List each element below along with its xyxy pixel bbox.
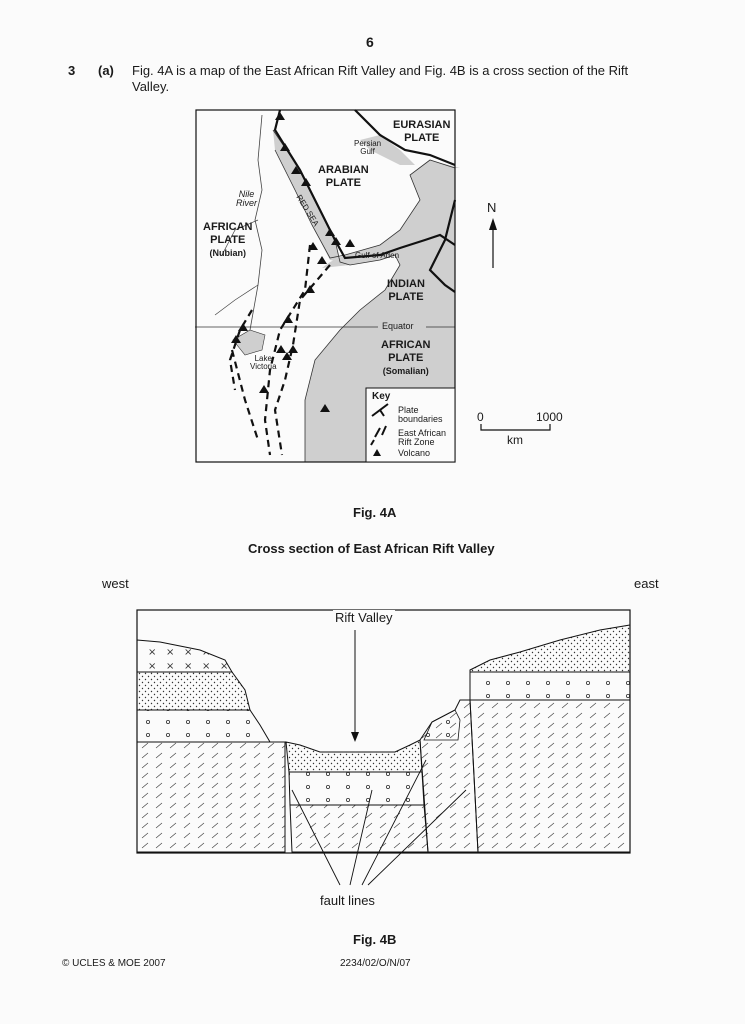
footer-code: 2234/02/O/N/07: [340, 958, 411, 969]
label-fault-lines: fault lines: [320, 893, 375, 908]
scale-zero: 0: [477, 410, 484, 424]
scale-unit: km: [507, 433, 523, 447]
rift-zone-key-icon: [370, 425, 387, 446]
question-part: (a): [98, 63, 114, 78]
footer-copyright: © UCLES & MOE 2007: [62, 958, 166, 969]
label-east: east: [634, 576, 659, 591]
plate-boundary-key-icon: [371, 403, 389, 417]
label-equator: Equator: [382, 321, 414, 331]
question-text-line1: Fig. 4A is a map of the East African Rif…: [132, 63, 629, 78]
key-title: Key: [372, 391, 391, 402]
scale-max: 1000: [536, 410, 563, 424]
scale-bar-icon: [480, 424, 551, 431]
north-arrow-icon: [489, 218, 497, 268]
label-rift-valley: Rift Valley: [333, 610, 395, 625]
north-label: N: [487, 200, 497, 215]
volcano-key-icon: [373, 449, 381, 456]
fig-4a-caption: Fig. 4A: [353, 505, 397, 520]
question-text-line2: Valley.: [132, 79, 170, 94]
label-gulf-of-aden: Gulf of Aden: [355, 251, 400, 260]
question-number: 3: [68, 63, 76, 78]
fig-4b-title: Cross section of East African Rift Valle…: [248, 541, 495, 556]
page-number: 6: [366, 34, 374, 50]
label-west: west: [102, 576, 129, 591]
cross-section-diagram: [136, 609, 631, 886]
key-volcano: Volcano: [398, 448, 431, 458]
fig-4b-caption: Fig. 4B: [353, 932, 397, 947]
